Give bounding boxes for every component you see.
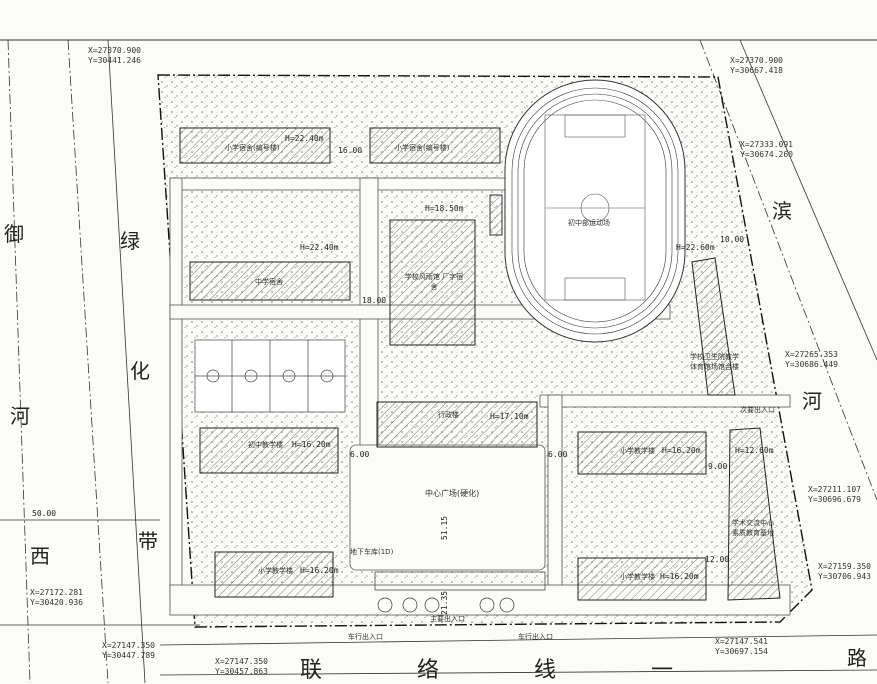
building-health xyxy=(691,257,736,396)
building-middle-teach-1 xyxy=(199,427,339,474)
road-label-green-2: 化 xyxy=(130,359,150,383)
label-admin: 行政楼 xyxy=(438,411,459,419)
label-sports-hall: 学校风雨馆 厂字宿舍 xyxy=(404,273,464,291)
building-sports-hall xyxy=(389,219,476,346)
height-hall: H=18.50m xyxy=(425,204,464,213)
height-teach-1: H=16.20m xyxy=(292,440,331,449)
road-label-binhe-2: 河 xyxy=(802,389,822,413)
height-health: H=22.60m xyxy=(676,243,715,252)
dim-2135: 21.35 xyxy=(440,590,449,615)
label-field: 初中部运动场 xyxy=(568,219,610,227)
building-middle-teach-2 xyxy=(214,551,334,598)
height-teach-2: H=16.20m xyxy=(300,566,339,575)
height-teach-3: H=16.20m xyxy=(662,446,701,455)
dim-10: 10.00 xyxy=(720,235,745,244)
dim-16: 16.00 xyxy=(338,146,363,155)
building-primary-teach-1 xyxy=(577,431,707,475)
entrance-trees xyxy=(374,571,546,613)
building-canteen xyxy=(189,261,351,301)
dim-5115: 51.15 xyxy=(440,515,449,540)
road-label-yuhe-3: 西 xyxy=(30,544,50,568)
building-admin xyxy=(376,401,538,448)
building-dorm-b xyxy=(369,127,501,164)
label-primary-teach-1: 小学教学楼 xyxy=(620,447,655,455)
road-label-bottom: 联 络 线 一 xyxy=(300,658,717,683)
label-main-entry: 主要出入口 xyxy=(430,615,465,623)
road-label-corner: 路 xyxy=(847,646,867,670)
height-canteen: H=22.40m xyxy=(300,243,339,252)
height-exchange: H=12.60m xyxy=(735,446,774,455)
dim-50: 50.00 xyxy=(32,509,57,518)
buildings xyxy=(179,127,781,601)
label-car-entry-2: 车行出入口 xyxy=(518,633,553,641)
road-label-binhe-1: 滨 xyxy=(772,199,792,223)
building-primary-teach-2 xyxy=(577,557,707,601)
road-label-yuhe-2: 河 xyxy=(10,404,30,428)
road-label-yuhe-1: 御 xyxy=(4,222,24,246)
label-car-entry-1: 车行出入口 xyxy=(348,633,383,641)
dim-6: 6.00 xyxy=(350,450,370,459)
height-teach-4: H=16.20m xyxy=(660,572,699,581)
label-dorm-a: 小学宿舍(编号楼) xyxy=(225,144,280,152)
label-plaza: 中心广场(硬化) xyxy=(425,489,480,498)
road-label-green-3: 带 xyxy=(138,529,158,553)
basketball-courts xyxy=(194,339,346,413)
height-admin: H=17.10m xyxy=(490,412,529,421)
road-label-green-1: 绿 xyxy=(120,229,140,253)
building-exchange xyxy=(727,427,781,601)
label-dorm-b: 小学宿舍(编号楼) xyxy=(395,144,450,152)
dim-12: 12.00 xyxy=(705,555,730,564)
label-health: 学校卫生院教学 体育馆场馆合楼 xyxy=(690,353,739,371)
height-dorm: H=22.40m xyxy=(285,134,324,143)
dim-9: 9.00 xyxy=(708,462,728,471)
label-underground: 地下车库(1D) xyxy=(350,548,394,556)
label-canteen: 中学宿舍 xyxy=(255,278,283,286)
label-primary-teach-2: 小学教学楼 xyxy=(620,573,655,581)
dim-18: 18.00 xyxy=(362,296,387,305)
label-exchange: 学术交流中心 素质教育基地 xyxy=(732,519,774,537)
building-dorm-a xyxy=(179,127,331,164)
label-middle-teach-2: 小学教学楼 xyxy=(258,567,293,575)
road-lines xyxy=(0,39,877,683)
dim-6b: 6.00 xyxy=(548,450,568,459)
label-secondary-entry: 次要出入口 xyxy=(740,406,775,414)
sports-field xyxy=(489,79,686,343)
label-middle-teach-1: 初中教学楼 xyxy=(248,441,283,449)
